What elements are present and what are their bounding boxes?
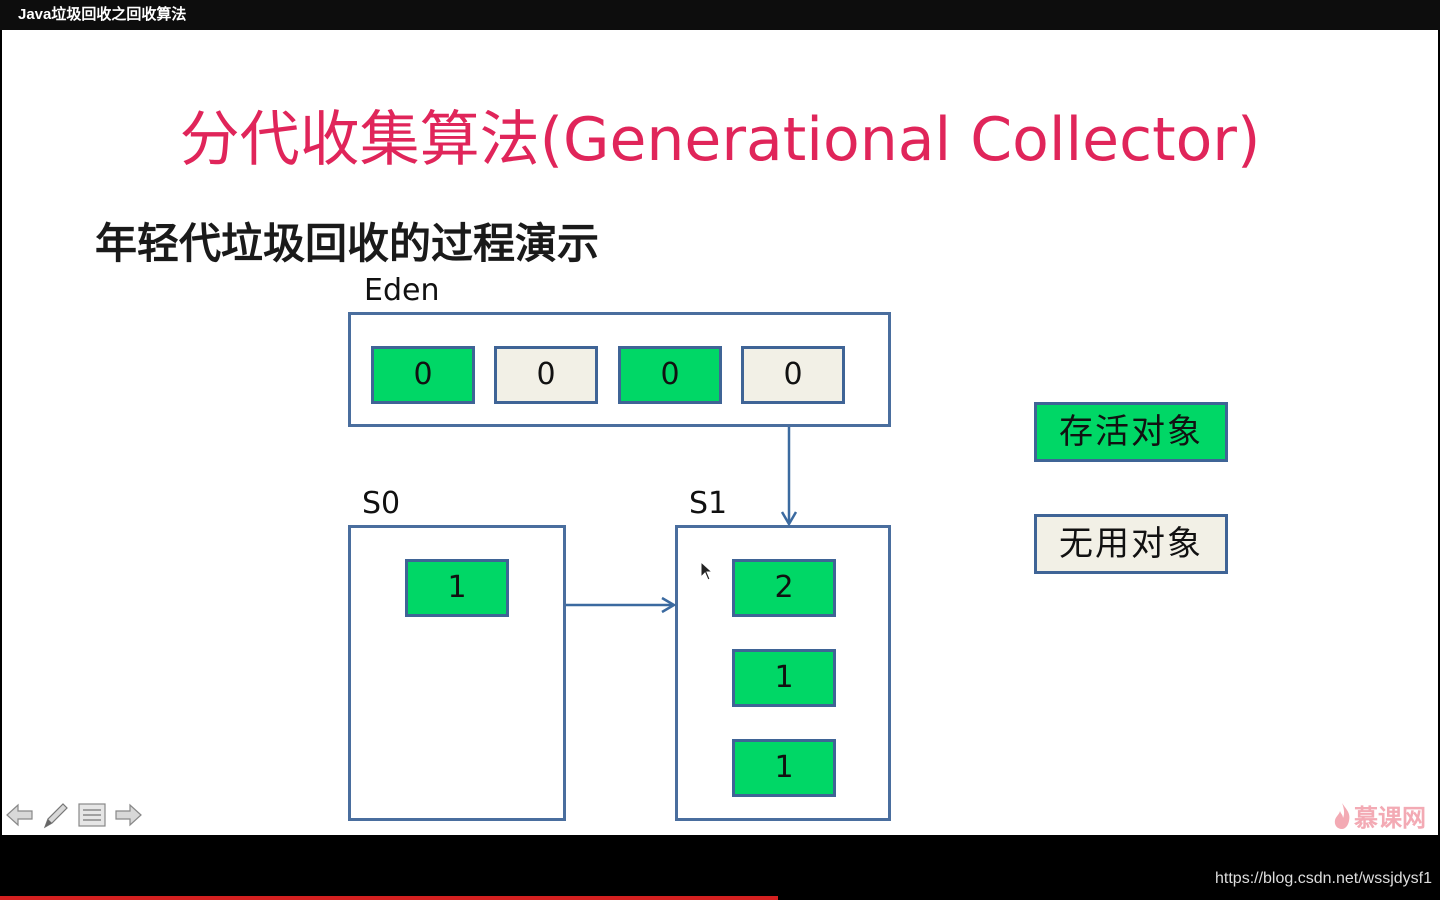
slide-toolbar bbox=[5, 800, 143, 830]
s0-region: 1 bbox=[348, 525, 566, 821]
s1-cell-1: 2 bbox=[732, 559, 836, 617]
legend-dead: 无用对象 bbox=[1034, 514, 1228, 574]
slide-subtitle: 年轻代垃圾回收的过程演示 bbox=[95, 219, 600, 268]
prev-arrow-icon[interactable] bbox=[5, 800, 35, 830]
eden-label: Eden bbox=[364, 273, 440, 308]
s1-cell-2: 1 bbox=[732, 649, 836, 707]
flame-icon bbox=[1334, 802, 1350, 829]
eden-cell-3: 0 bbox=[618, 346, 722, 404]
next-arrow-icon[interactable] bbox=[113, 800, 143, 830]
window-title: Java垃圾回收之回收算法 bbox=[0, 0, 1440, 30]
s1-label: S1 bbox=[689, 486, 728, 521]
s0-label: S0 bbox=[362, 486, 401, 521]
s0-cell-1: 1 bbox=[405, 559, 509, 617]
brand-name: 慕课网 bbox=[1354, 804, 1426, 832]
pen-icon[interactable] bbox=[41, 800, 71, 830]
eden-cell-2: 0 bbox=[494, 346, 598, 404]
brand-logo: 慕课网 bbox=[1332, 798, 1426, 833]
flow-arrows bbox=[566, 427, 798, 614]
eden-region: 0 0 0 0 bbox=[348, 312, 891, 427]
legend-live: 存活对象 bbox=[1034, 402, 1228, 462]
watermark-url: https://blog.csdn.net/wssjdysf1 bbox=[1215, 870, 1432, 887]
slide: 分代收集算法(Generational Collector) 年轻代垃圾回收的过… bbox=[2, 30, 1438, 835]
s1-cell-3: 1 bbox=[732, 739, 836, 797]
slide-title: 分代收集算法(Generational Collector) bbox=[179, 105, 1261, 175]
s1-region: 2 1 1 bbox=[675, 525, 891, 821]
menu-icon[interactable] bbox=[77, 800, 107, 830]
eden-cell-1: 0 bbox=[371, 346, 475, 404]
eden-cell-4: 0 bbox=[741, 346, 845, 404]
playback-progress-bar[interactable] bbox=[0, 896, 778, 900]
s0-to-s1-arrowhead bbox=[661, 596, 677, 614]
eden-to-s1-arrowhead bbox=[780, 511, 798, 527]
mouse-cursor-icon bbox=[700, 561, 714, 581]
